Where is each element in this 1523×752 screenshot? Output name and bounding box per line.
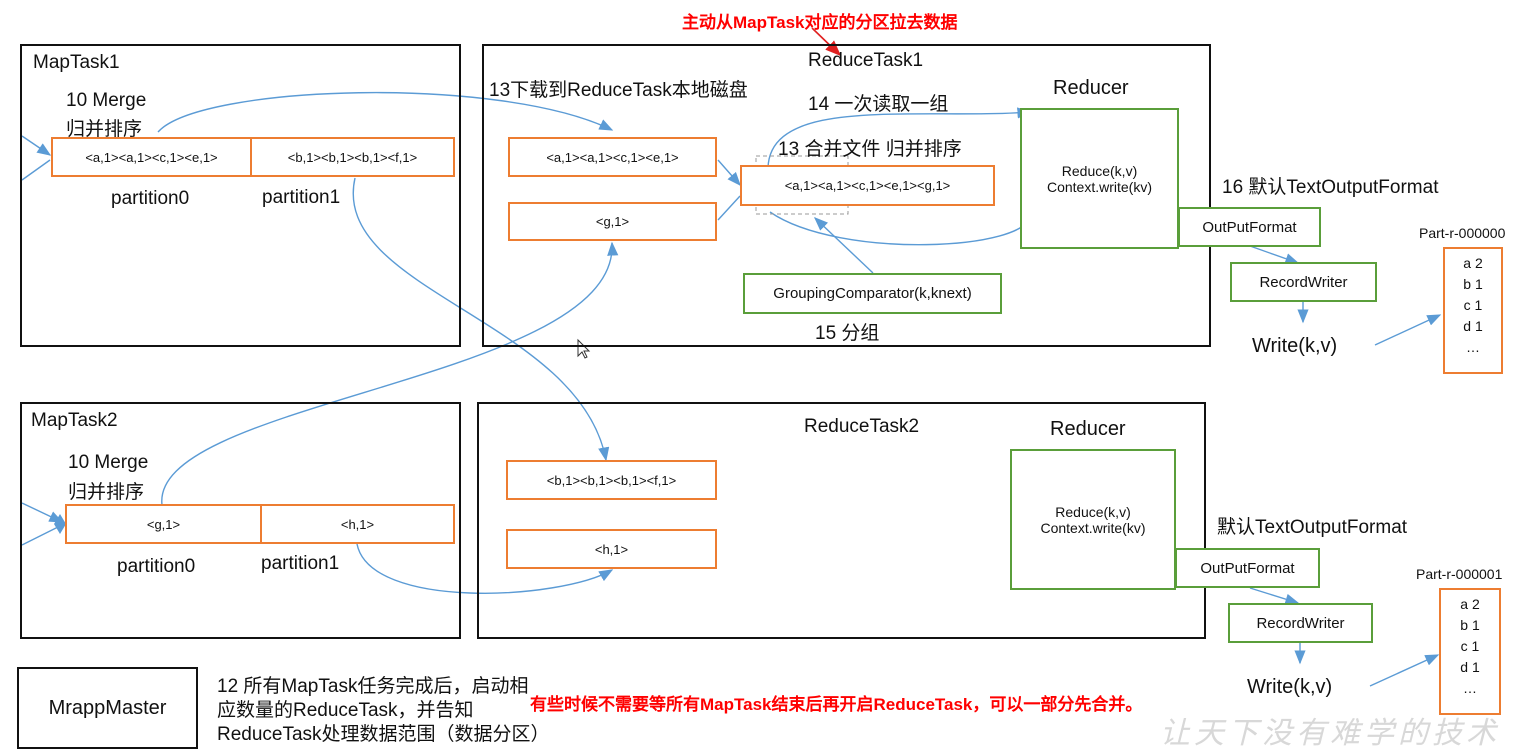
reduce1-file1: <a,1><a,1><c,1><e,1> [508,137,717,177]
reduce2-file1: <b,1><b,1><b,1><f,1> [506,460,717,500]
part1-line: d 1 [1463,318,1483,334]
map1-p1-to-reduce2-arrow [352,177,610,462]
mouse-cursor-icon [577,338,591,359]
write-2: Write(k,v) [1247,676,1333,698]
reducer-2-reduce-call: Reduce(k,v) [1055,503,1131,520]
reduce1-read-step: 14 一次读取一组 [808,94,949,115]
output-format-1: OutPutFormat [1178,207,1321,247]
pull-note-pointer [811,27,842,57]
reducer-2-box: Reduce(k,v) Context.write(kv) [1010,449,1176,590]
part1-line: c 1 [1463,297,1483,313]
outformat2-to-writer-arrow [1249,587,1300,605]
reduce-task-1-title: ReduceTask1 [808,50,924,71]
map1-partition1-data: <b,1><b,1><b,1><f,1> [250,137,455,177]
write-1: Write(k,v) [1252,335,1338,357]
part2-line: d 1 [1460,659,1480,675]
map-task-1-title: MapTask1 [33,52,120,73]
reduce1-download-step: 13下载到ReduceTask本地磁盘 [489,80,748,101]
reduce1-merged-file: <a,1><a,1><c,1><e,1><g,1> [740,165,995,206]
map2-partition1-data: <h,1> [260,504,455,544]
mrapp-master: MrappMaster [17,667,198,749]
reduce1-group-step: 15 分组 [815,323,880,344]
reducer-1-reduce-call: Reduce(k,v) [1061,162,1138,179]
part2-line: a 2 [1460,596,1480,612]
part-file-2: a 2 b 1 c 1 d 1 … [1439,588,1501,715]
output-format-2: OutPutFormat [1175,548,1320,588]
part-file-2-name: Part-r-000001 [1416,566,1503,582]
grouping-comparator: GroupingComparator(k,knext) [743,273,1002,314]
map2-input-arrow [21,502,64,523]
part-file-1: a 2 b 1 c 1 d 1 … [1443,247,1503,374]
mrapp-master-note: 12 所有MapTask任务完成后，启动相 应数量的ReduceTask，并告知… [217,675,550,747]
map-task-2-title: MapTask2 [31,410,118,431]
outformat1-to-writer-arrow [1249,245,1300,265]
mrapp-note-line: 应数量的ReduceTask，并告知 [217,700,474,721]
reduce-task-1 [482,44,1211,347]
mrapp-note-line: 12 所有MapTask任务完成后，启动相 [217,676,529,697]
map1-input-arrow [21,135,52,156]
map-task-2-step: 10 Merge [68,452,149,473]
reduce-task-2-title: ReduceTask2 [804,416,920,437]
output-step-2: 默认TextOutputFormat [1217,517,1408,538]
part1-line: a 2 [1463,255,1483,271]
mrapp-note-line: ReduceTask处理数据范围（数据分区） [217,724,550,745]
record-writer-1: RecordWriter [1230,262,1377,302]
map1-p0-to-reduce1-arrow [157,91,614,133]
output-step-1: 16 默认TextOutputFormat [1222,177,1439,198]
map1-partition0-label: partition0 [111,188,190,209]
pull-note: 主动从MapTask对应的分区拉去数据 [682,13,958,32]
map2-partition1-label: partition1 [261,553,340,574]
record-writer-2: RecordWriter [1228,603,1373,643]
part-file-1-name: Part-r-000000 [1419,225,1506,241]
file1-to-merged-arrow [717,159,741,187]
reduce1-merge-step: 13 合并文件 归并排序 [778,139,962,160]
map-task-1-step: 10 Merge [66,90,147,111]
map-task-1-step-sub: 归并排序 [66,119,143,140]
part2-line: b 1 [1460,617,1480,633]
watermark: 让天下没有难学的技术 [1160,716,1500,751]
merged-to-reducer-arrow [767,107,1032,169]
grouping-to-merged-arrow [813,217,874,274]
reduce1-file2: <g,1> [508,202,717,241]
map2-input-diamond [54,514,66,534]
reducer-1-context-write: Context.write(kv) [1046,178,1153,195]
map2-input-arrow-2 [21,525,61,546]
map2-p0-to-reduce1-arrow [161,241,619,506]
reducer-1-label: Reducer [1053,77,1129,99]
write2-to-part-arrow [1369,654,1440,687]
file2-to-merged-arrow [717,195,741,221]
map-task-2 [20,402,461,639]
reducer-1-box: Reduce(k,v) Context.write(kv) [1020,108,1179,249]
reduce-task-2 [477,402,1206,639]
reducer-2-context-write: Context.write(kv) [1040,519,1146,536]
map1-partition0-data: <a,1><a,1><c,1><e,1> [51,137,252,177]
part1-line: b 1 [1463,276,1483,292]
map-task-2-step-sub: 归并排序 [68,482,145,503]
map2-partition0-label: partition0 [117,556,196,577]
partial-merge-note: 有些时候不需要等所有MapTask结束后再开启ReduceTask，可以一部分先… [530,695,1143,714]
map-task-1 [20,44,461,347]
map1-partition1-label: partition1 [262,187,341,208]
map2-p1-to-reduce2-arrow [356,543,614,594]
part2-line: c 1 [1460,638,1480,654]
map2-partition0-data: <g,1> [65,504,262,544]
write1-to-part-arrow [1374,314,1442,346]
part2-line: … [1463,680,1477,696]
reduce2-file2: <h,1> [506,529,717,569]
map1-input-arrow-2 [21,159,51,181]
reducer-2-label: Reducer [1050,418,1126,440]
part1-line: … [1466,339,1480,355]
